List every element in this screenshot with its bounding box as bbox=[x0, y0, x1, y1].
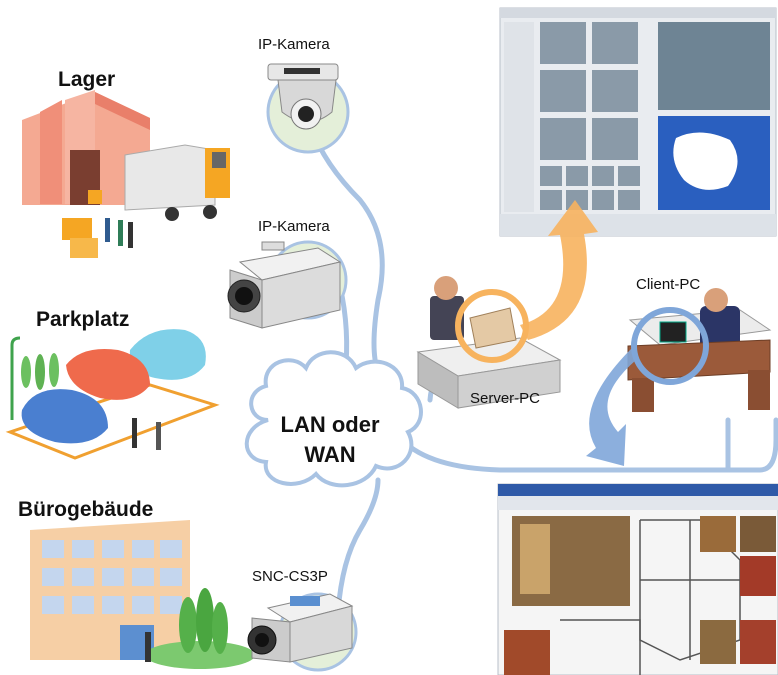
client-pc-illustration bbox=[627, 288, 772, 412]
line-camera1 bbox=[305, 115, 385, 375]
box-camera-icon bbox=[227, 241, 342, 329]
line-main bbox=[399, 417, 778, 473]
label-server-pc: Server-PC bbox=[470, 390, 541, 407]
office-illustration bbox=[30, 520, 255, 669]
cloud-line2: WAN bbox=[304, 442, 356, 467]
warehouse-illustration bbox=[22, 90, 230, 258]
parking-illustration bbox=[5, 329, 220, 460]
monitoring-screen-bottom bbox=[497, 483, 778, 675]
monitoring-screen-top bbox=[499, 7, 777, 237]
cloud-label: LAN oder WAN bbox=[270, 410, 390, 470]
label-parkplatz: Parkplatz bbox=[36, 308, 130, 331]
line-camera3 bbox=[335, 477, 381, 615]
blue-arrow bbox=[586, 348, 636, 466]
cloud-line1: LAN oder bbox=[280, 412, 380, 437]
label-client-pc: Client-PC bbox=[636, 276, 701, 293]
cloud-shape bbox=[244, 350, 423, 488]
ptz-camera-icon bbox=[267, 63, 339, 130]
server-pc-illustration bbox=[416, 276, 562, 409]
label-snc-camera: SNC-CS3P bbox=[252, 568, 328, 585]
snc-camera-icon bbox=[247, 593, 354, 663]
label-buerogebaeude: Bürogebäude bbox=[18, 498, 154, 521]
orange-arrow bbox=[520, 200, 598, 340]
label-lager: Lager bbox=[58, 68, 116, 91]
label-ip-kamera-1: IP-Kamera bbox=[258, 36, 330, 53]
label-ip-kamera-2: IP-Kamera bbox=[258, 218, 330, 235]
